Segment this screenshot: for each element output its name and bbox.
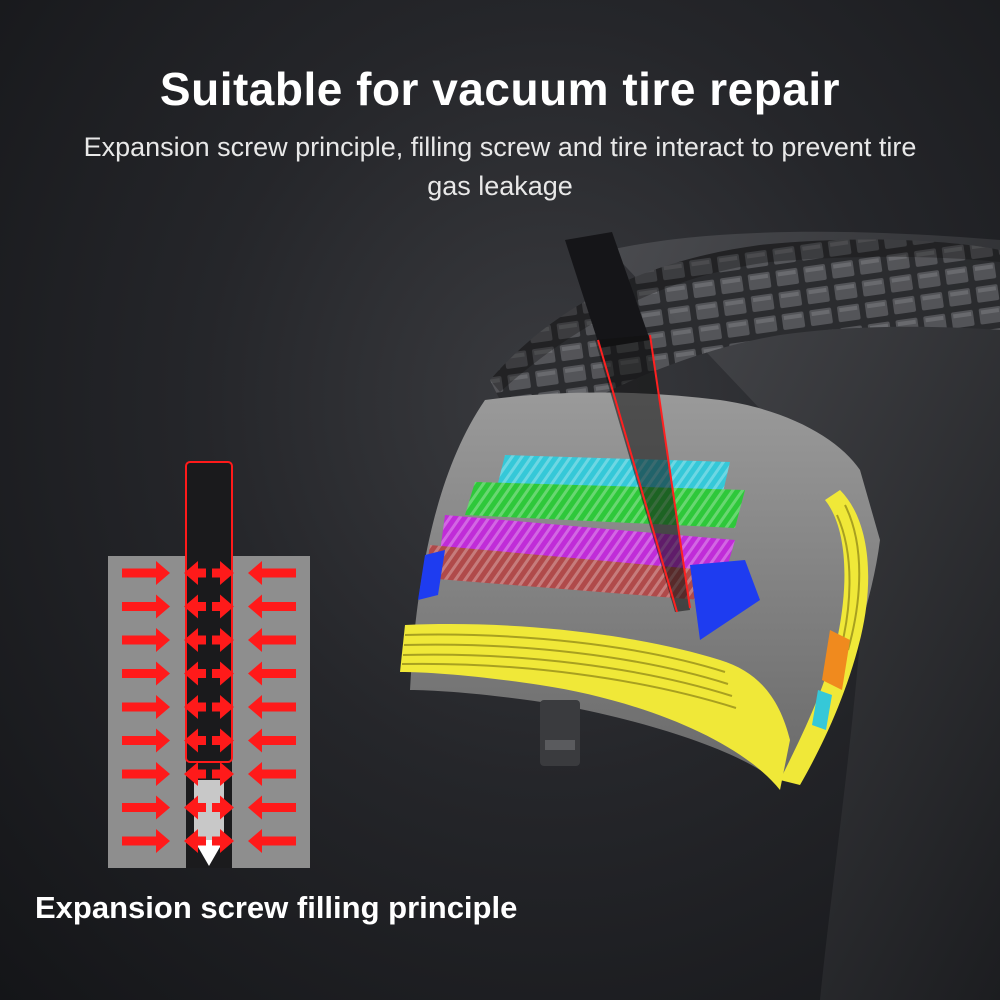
pressure-arrow-icon — [212, 628, 234, 652]
pressure-arrow-icon — [248, 728, 296, 753]
pressure-arrow-icon — [184, 829, 206, 853]
pressure-arrow-icon — [212, 695, 234, 719]
pressure-arrow-icon — [184, 762, 206, 786]
repair-plug-icon — [185, 461, 233, 763]
expansion-screw-icon — [565, 232, 691, 613]
pressure-arrow-icon — [248, 628, 296, 652]
page-title: Suitable for vacuum tire repair — [159, 63, 841, 115]
pressure-arrow-icon — [248, 661, 296, 686]
pressure-arrow-icon — [212, 594, 234, 619]
valve-stem-icon — [540, 700, 580, 766]
pressure-arrow-icon — [248, 594, 296, 619]
diagram-caption: Expansion screw filling principle — [35, 890, 518, 925]
pressure-arrow-icon — [248, 561, 296, 585]
pressure-arrow-icon — [122, 762, 170, 786]
tire-cross-section-icon — [400, 231, 1000, 1000]
pressure-arrow-icon — [122, 795, 170, 820]
pressure-arrow-icon — [184, 628, 206, 652]
pressure-arrow-icon — [248, 829, 296, 853]
pressure-arrow-icon — [122, 661, 170, 686]
pressure-arrow-icon — [122, 561, 170, 585]
pressure-arrow-icon — [184, 728, 206, 753]
pressure-arrow-icon — [184, 661, 206, 686]
pressure-arrow-icon — [248, 695, 296, 719]
orange-layer — [822, 630, 850, 690]
pressure-arrow-icon — [212, 829, 234, 853]
pressure-arrow-icon — [212, 561, 234, 585]
pressure-arrow-icon — [212, 762, 234, 786]
pressure-arrow-icon — [122, 728, 170, 753]
pressure-arrows — [122, 561, 296, 853]
blue-layer-left — [418, 550, 445, 600]
pressure-arrow-icon — [184, 795, 206, 820]
page-subtitle: Expansion screw principle, filling screw… — [83, 132, 917, 201]
pressure-arrow-icon — [122, 628, 170, 652]
pressure-arrow-icon — [212, 795, 234, 820]
pressure-arrow-icon — [122, 695, 170, 719]
pressure-arrow-icon — [184, 594, 206, 619]
pressure-arrow-icon — [248, 762, 296, 786]
pressure-arrow-icon — [184, 695, 206, 719]
pressure-arrow-icon — [122, 594, 170, 619]
pressure-arrow-icon — [122, 829, 170, 853]
pressure-arrow-icon — [212, 661, 234, 686]
blue-layer-right — [690, 560, 760, 640]
pressure-arrow-icon — [248, 795, 296, 820]
pressure-arrow-icon — [184, 561, 206, 585]
pressure-arrow-icon — [212, 728, 234, 753]
